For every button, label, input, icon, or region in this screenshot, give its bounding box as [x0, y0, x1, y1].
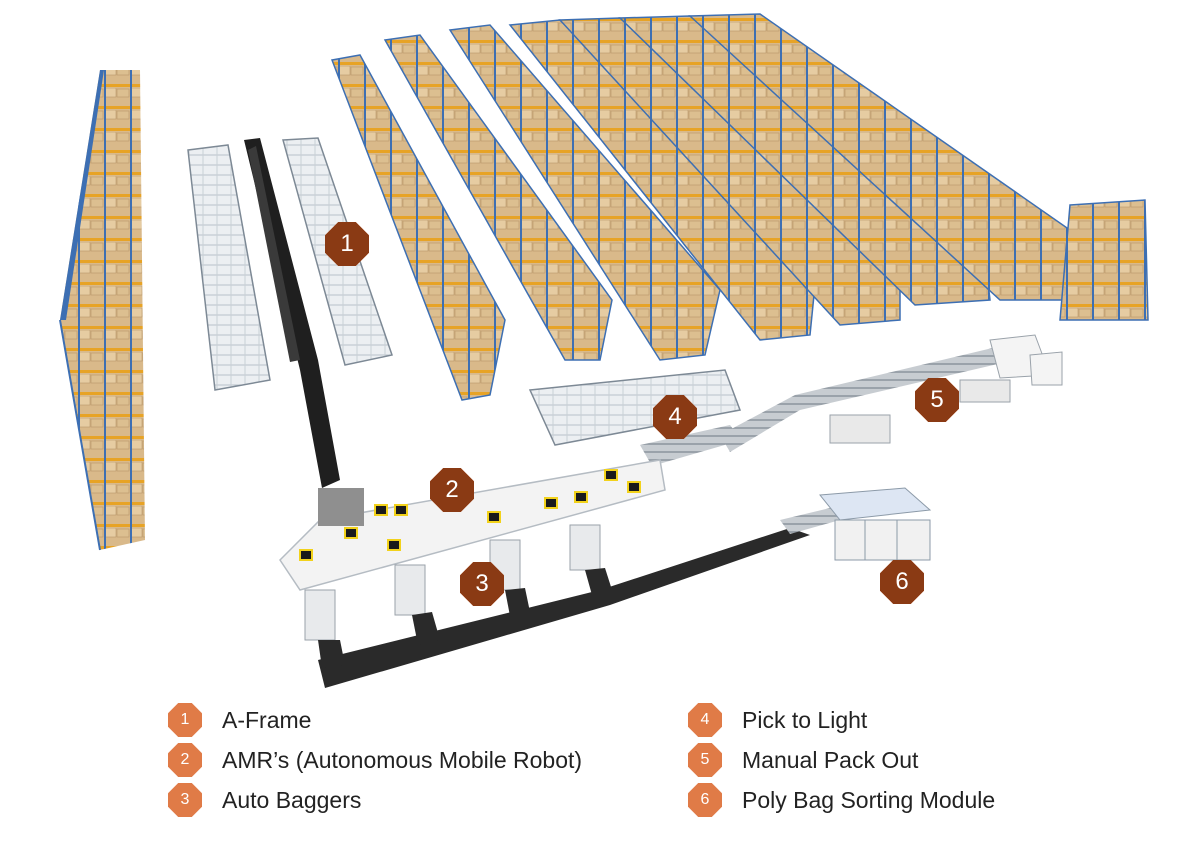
legend-badge: 4	[688, 703, 722, 737]
marker-manual-pack-out: 5	[915, 378, 959, 422]
legend-left: 1 A-Frame 2 AMR’s (Autonomous Mobile Rob…	[168, 700, 582, 840]
legend-badge: 3	[168, 783, 202, 817]
legend-badge: 6	[688, 783, 722, 817]
marker-poly-bag-sorting: 6	[880, 560, 924, 604]
legend-item-pick-to-light: 4 Pick to Light	[688, 700, 995, 740]
legend-label: Poly Bag Sorting Module	[742, 786, 996, 813]
marker-auto-baggers: 3	[460, 562, 504, 606]
legend-item-auto-baggers: 3 Auto Baggers	[168, 780, 582, 820]
auto-baggers	[304, 524, 601, 641]
legend-item-manual-pack-out: 5 Manual Pack Out	[688, 740, 995, 780]
legend-label: AMR’s (Autonomous Mobile Robot)	[222, 746, 583, 773]
warehouse-scene: 1 2 3 4 5 6	[0, 0, 1186, 690]
legend-item-poly-bag-sorting: 6 Poly Bag Sorting Module	[688, 780, 995, 820]
a-frame-machine	[244, 138, 340, 488]
legend-badge: 5	[688, 743, 722, 777]
pack-out-conveyor	[720, 334, 1063, 452]
marker-pick-to-light: 4	[653, 395, 697, 439]
legend-label: A-Frame	[222, 706, 312, 733]
bagger-conveyor	[318, 508, 840, 688]
legend-label: Auto Baggers	[222, 786, 362, 813]
warehouse-illustration	[59, 13, 1149, 688]
legend-item-a-frame: 1 A-Frame	[168, 700, 582, 740]
poly-bag-sorter	[819, 487, 932, 561]
marker-a-frame: 1	[325, 222, 369, 266]
legend-item-amr: 2 AMR’s (Autonomous Mobile Robot)	[168, 740, 582, 780]
legend-right: 4 Pick to Light 5 Manual Pack Out 6 Poly…	[688, 700, 995, 840]
flow-rack-1	[187, 144, 271, 391]
legend-label: Manual Pack Out	[742, 746, 919, 773]
pick-to-light-station	[528, 369, 742, 466]
legend-badge: 2	[168, 743, 202, 777]
amr-platform	[279, 459, 666, 591]
legend-label: Pick to Light	[742, 706, 868, 733]
storage-rack-left	[59, 70, 145, 551]
storage-rack-rows	[330, 13, 1149, 401]
legend-badge: 1	[168, 703, 202, 737]
marker-amr: 2	[430, 468, 474, 512]
